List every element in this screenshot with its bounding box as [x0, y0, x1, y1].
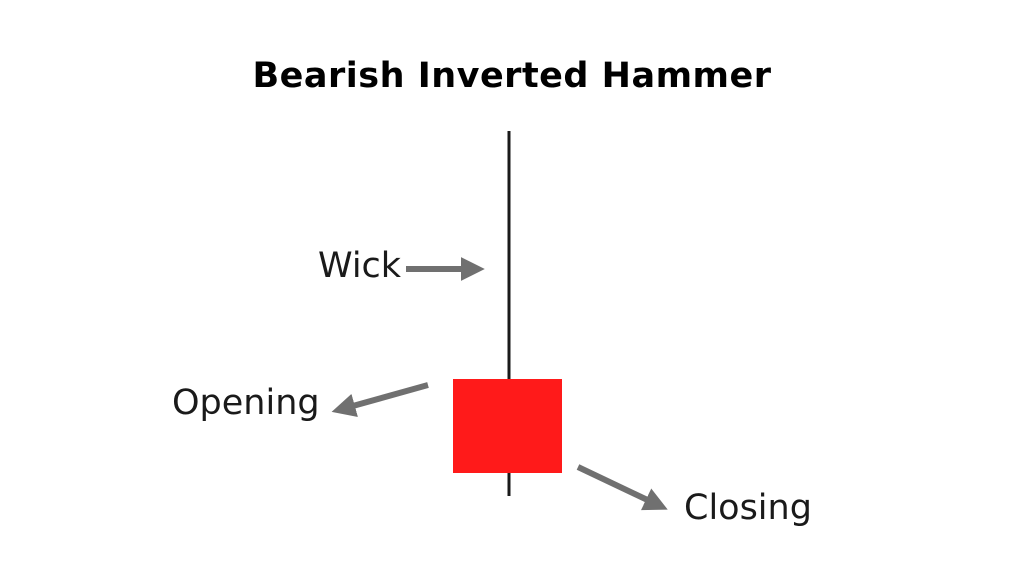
candle-body — [453, 379, 562, 473]
closing-arrow — [576, 464, 668, 511]
wick-label: Wick — [318, 246, 402, 286]
opening-label: Opening — [172, 383, 320, 423]
opening-arrow — [331, 382, 429, 418]
diagram-title: Bearish Inverted Hammer — [252, 56, 772, 96]
closing-label: Closing — [684, 488, 812, 528]
